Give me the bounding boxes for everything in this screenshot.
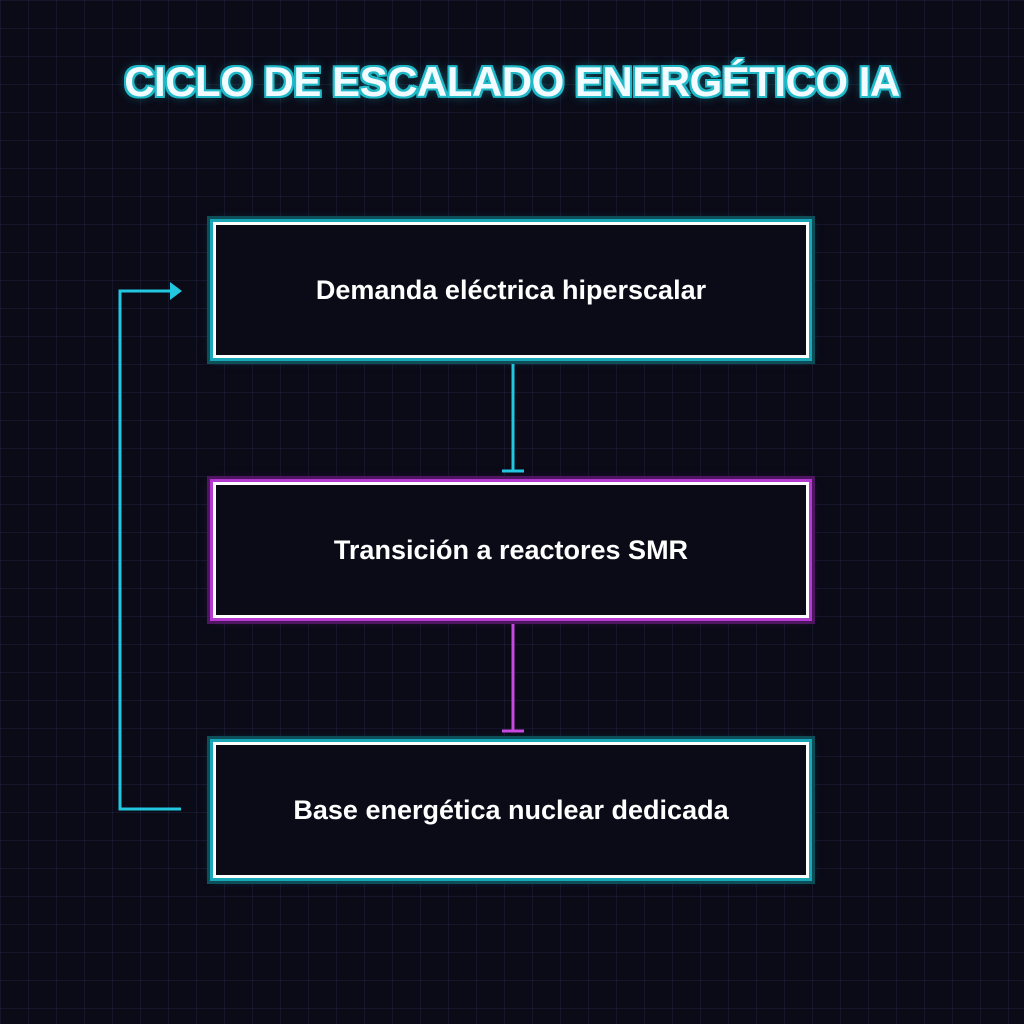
diagram-title: CICLO DE ESCALADO ENERGÉTICO IA	[124, 58, 900, 105]
node-transicion-smr: Transición a reactores SMR	[213, 482, 809, 618]
node-base-nuclear: Base energética nuclear dedicada	[213, 742, 809, 878]
node-transicion-smr-label: Transición a reactores SMR	[333, 534, 689, 565]
node-demanda-electrica: Demanda eléctrica hiperscalar	[213, 222, 809, 358]
feedback-loop-connector	[118, 289, 181, 811]
node-demanda-electrica-label: Demanda eléctrica hiperscalar	[315, 274, 707, 305]
feedback-loop-arrowhead	[170, 282, 182, 300]
node-base-nuclear-label: Base energética nuclear dedicada	[293, 794, 729, 825]
